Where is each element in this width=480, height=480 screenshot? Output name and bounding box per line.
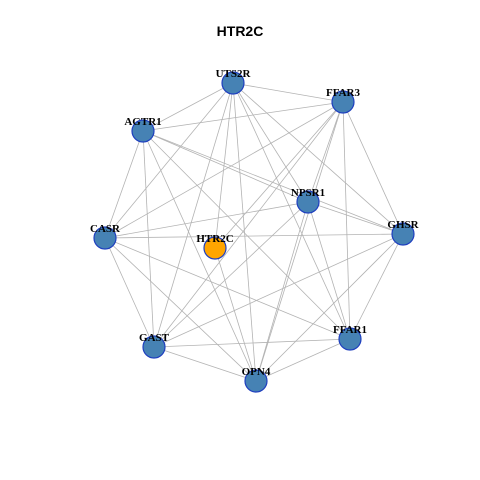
node-opn4[interactable] [244, 369, 268, 393]
node-label-opn4: OPN4 [242, 366, 271, 378]
node-uts2r[interactable] [221, 71, 245, 95]
edge-ghsr-ffar1 [349, 233, 404, 340]
edge-casr-opn4 [104, 237, 257, 382]
node-layer [93, 71, 415, 393]
edge-agtr1-opn4 [142, 130, 257, 382]
edge-uts2r-ffar1 [232, 82, 351, 340]
edge-ffar3-htr2c [214, 101, 344, 249]
node-gast[interactable] [142, 335, 166, 359]
edge-npsr1-gast [153, 201, 309, 348]
node-ghsr[interactable] [391, 222, 415, 246]
edge-uts2r-agtr1 [142, 82, 234, 132]
node-htr2c[interactable] [203, 236, 227, 260]
edge-uts2r-ghsr [232, 82, 404, 235]
edge-uts2r-opn4 [232, 82, 257, 382]
edge-agtr1-gast [142, 130, 155, 348]
edge-ffar3-casr [104, 101, 344, 239]
node-ffar3[interactable] [331, 90, 355, 114]
node-label-uts2r: UTS2R [216, 68, 252, 80]
edge-uts2r-casr [104, 82, 234, 239]
edge-uts2r-ffar3 [232, 82, 344, 103]
edge-gast-opn4 [153, 346, 257, 382]
node-label-ffar1: FFAR1 [333, 324, 367, 336]
node-npsr1[interactable] [296, 190, 320, 214]
node-casr[interactable] [93, 226, 117, 250]
node-label-agtr1: AGTR1 [124, 116, 161, 128]
edge-agtr1-npsr1 [142, 130, 309, 203]
edge-layer [104, 82, 404, 382]
edge-uts2r-gast [153, 82, 234, 348]
edge-ffar3-ghsr [342, 101, 404, 235]
edge-npsr1-opn4 [255, 201, 309, 382]
edge-ffar3-gast [153, 101, 344, 348]
edge-npsr1-casr [104, 201, 309, 239]
node-ffar1[interactable] [338, 327, 362, 351]
node-label-npsr1: NPSR1 [291, 187, 325, 199]
node-label-casr: CASR [90, 223, 121, 235]
edge-ghsr-opn4 [255, 233, 404, 382]
edge-agtr1-ffar1 [142, 130, 351, 340]
edge-ffar3-ffar1 [342, 101, 351, 340]
edge-casr-gast [104, 237, 155, 348]
edge-ffar3-agtr1 [142, 101, 344, 132]
edge-ffar1-opn4 [255, 338, 351, 382]
edge-htr2c-opn4 [214, 247, 257, 382]
node-label-ghsr: GHSR [387, 219, 419, 231]
edge-npsr1-ffar1 [307, 201, 351, 340]
edge-agtr1-ghsr [142, 130, 404, 235]
node-label-ffar3: FFAR3 [326, 87, 361, 99]
node-label-htr2c: HTR2C [196, 233, 233, 245]
edge-ffar3-opn4 [255, 101, 344, 382]
edge-npsr1-ghsr [307, 201, 404, 235]
edge-casr-ghsr [104, 233, 404, 239]
node-agtr1[interactable] [131, 119, 155, 143]
edge-ffar3-npsr1 [307, 101, 344, 203]
edge-agtr1-casr [104, 130, 144, 239]
diagram-title: HTR2C [217, 23, 264, 39]
edge-ffar1-gast [153, 338, 351, 348]
edge-uts2r-npsr1 [232, 82, 309, 203]
node-label-gast: GAST [139, 332, 170, 344]
edge-ghsr-gast [153, 233, 404, 348]
